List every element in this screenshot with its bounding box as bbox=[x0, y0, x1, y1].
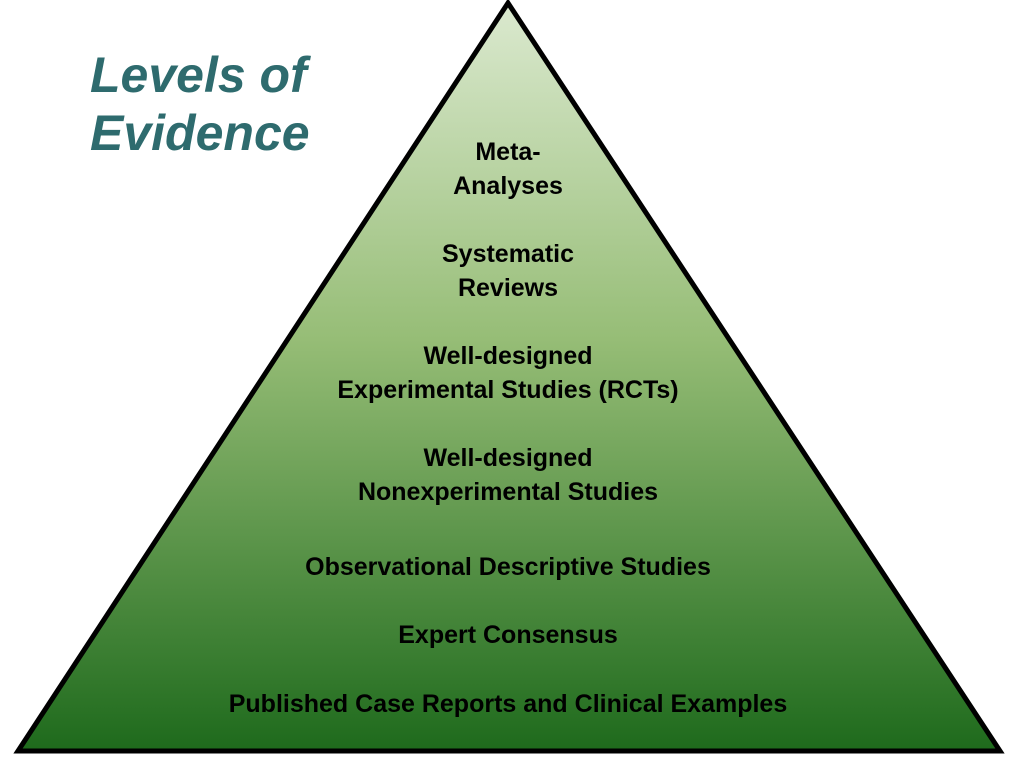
level-observational-studies: Observational Descriptive Studies bbox=[0, 550, 1020, 584]
level-label: Nonexperimental Studies bbox=[357, 478, 659, 506]
level-label: Reviews bbox=[457, 274, 559, 302]
level-experimental-studies: Well-designed Experimental Studies (RCTs… bbox=[0, 339, 1020, 407]
level-label: Published Case Reports and Clinical Exam… bbox=[228, 690, 788, 718]
title-line-1: Levels of bbox=[90, 47, 307, 103]
level-label: Well-designed bbox=[423, 342, 593, 370]
title-line-2: Evidence bbox=[90, 105, 310, 161]
level-label: Expert Consensus bbox=[398, 621, 618, 649]
level-nonexperimental-studies: Well-designed Nonexperimental Studies bbox=[0, 441, 1020, 509]
level-systematic-reviews: Systematic Reviews bbox=[0, 237, 1020, 305]
level-label: Systematic bbox=[441, 240, 575, 268]
level-meta-analyses: Meta- Analyses bbox=[0, 135, 1020, 203]
pyramid-triangle bbox=[13, 0, 1005, 754]
page-title: Levels of Evidence bbox=[90, 46, 410, 162]
level-label: Experimental Studies (RCTs) bbox=[337, 376, 679, 404]
level-case-reports: Published Case Reports and Clinical Exam… bbox=[0, 687, 1020, 721]
level-expert-consensus: Expert Consensus bbox=[0, 618, 1020, 652]
level-label: Well-designed bbox=[423, 444, 593, 472]
level-label: Meta- bbox=[475, 138, 541, 166]
level-label: Observational Descriptive Studies bbox=[305, 553, 711, 581]
level-label: Analyses bbox=[453, 172, 563, 200]
